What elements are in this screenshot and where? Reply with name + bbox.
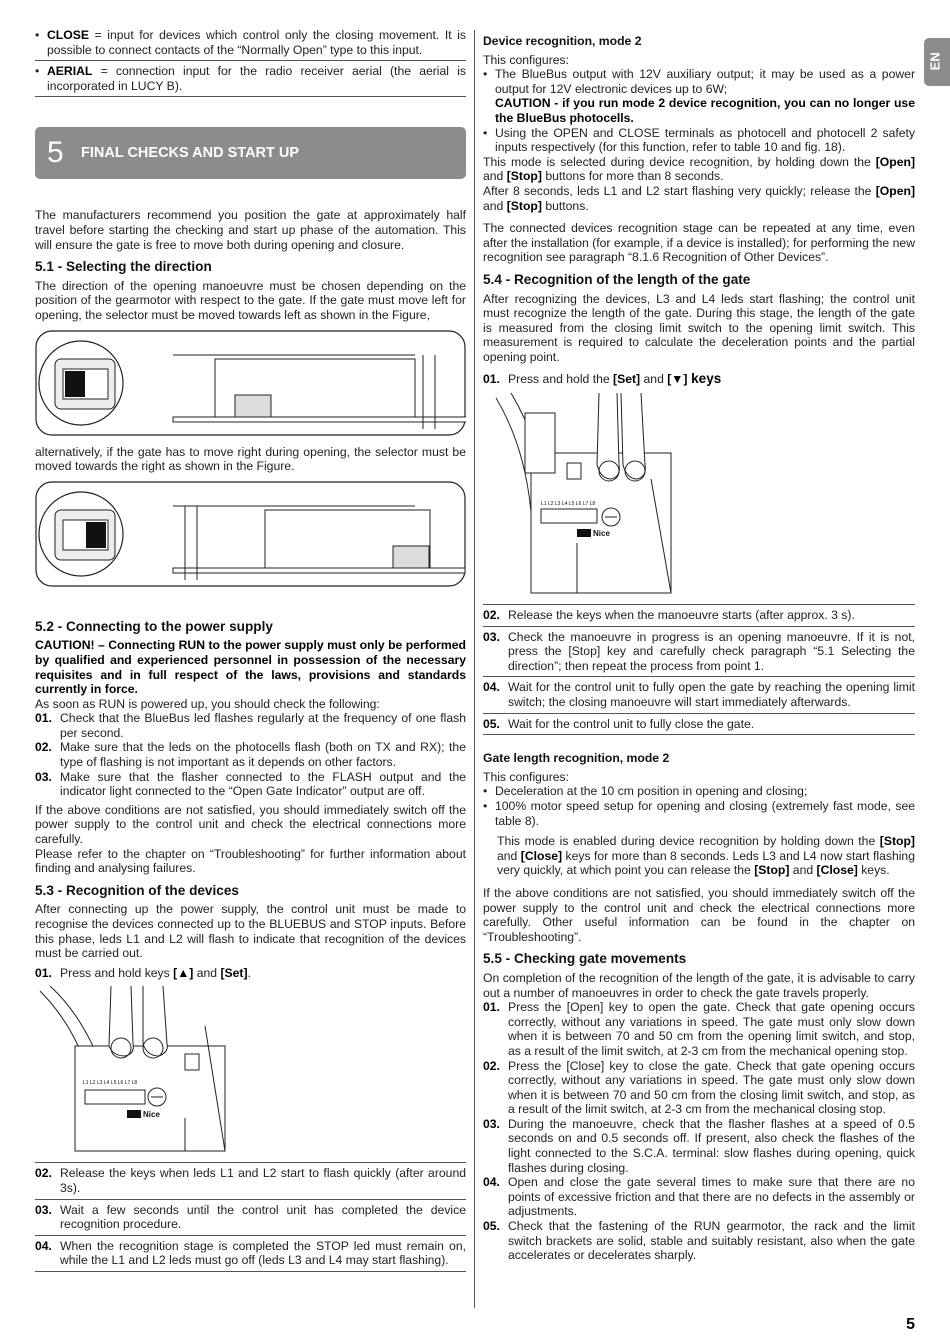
section-5-5-text: On completion of the recognition of the … xyxy=(483,970,915,1000)
chapter-intro: The manufacturers recommend you position… xyxy=(35,208,466,252)
section-5-4-title: 5.4 - Recognition of the length of the g… xyxy=(483,271,751,287)
list-item: 01.Check that the BlueBus led flashes re… xyxy=(35,711,466,740)
control-unit-keys-figure-2: L1 L2 L3 L4 L5 L6 L7 L8 Nice xyxy=(491,393,915,598)
list-item: • The BlueBus output with 12V auxiliary … xyxy=(483,67,915,125)
list-item: 01. Press and hold the [Set] and [▼] key… xyxy=(483,371,722,387)
list-item: 02.Make sure that the leds on the photoc… xyxy=(35,740,466,770)
gate-length-mode2-title: Gate length recognition, mode 2 xyxy=(483,751,670,766)
list-item: 03.Wait a few seconds until the control … xyxy=(35,1202,466,1232)
list-item: 05.Wait for the control unit to fully cl… xyxy=(483,716,755,731)
section-5-5-title: 5.5 - Checking gate movements xyxy=(483,951,687,967)
list-item: 05.Check that the fastening of the RUN g… xyxy=(483,1219,915,1263)
selector-left-figure xyxy=(35,329,466,439)
list-item: 04.Wait for the control unit to fully op… xyxy=(483,680,915,710)
list-item: 03.Make sure that the flasher connected … xyxy=(35,769,466,799)
list-item: •Deceleration at the 10 cm position in o… xyxy=(483,784,808,799)
section-5-3-title: 5.3 - Recognition of the devices xyxy=(35,882,239,898)
left-column: •CLOSE = input for devices which control… xyxy=(35,28,466,1275)
list-item: 02.Press the [Close] key to close the ga… xyxy=(483,1058,915,1117)
section-5-4-text: After recognizing the devices, L3 and L4… xyxy=(483,291,915,364)
chapter-title: FINAL CHECKS AND START UP xyxy=(81,145,300,162)
list-item: 03.Check the manoeuvre in progress is an… xyxy=(483,629,915,673)
chapter-number: 5 xyxy=(47,136,64,170)
selector-right-figure xyxy=(35,480,466,590)
list-item: 04.When the recognition stage is complet… xyxy=(35,1238,466,1268)
list-item: •100% motor speed setup for opening and … xyxy=(483,799,915,828)
list-item: 01. Press and hold keys [▲] and [Set]. xyxy=(35,965,251,980)
bullet-close: •CLOSE = input for devices which control… xyxy=(35,28,466,57)
bullet-aerial: •AERIAL = connection input for the radio… xyxy=(35,64,466,93)
section-5-1-text: The direction of the opening manoeuvre m… xyxy=(35,278,466,322)
control-unit-keys-figure-1: L1 L2 L3 L4 L5 L6 L7 L8 Nice xyxy=(35,986,466,1156)
section-5-2-after2: Please refer to the chapter on “Troubles… xyxy=(35,846,466,876)
language-tab: EN xyxy=(924,38,950,86)
section-5-2-after1: If the above conditions are not satisfie… xyxy=(35,802,466,847)
device-mode2-title: Device recognition, mode 2 xyxy=(483,34,642,48)
device-mode2-para1: This mode is selected during device reco… xyxy=(483,154,915,184)
board-brand: Nice xyxy=(593,529,610,538)
gate-length-mode2-para: This mode is enabled during device recog… xyxy=(497,834,915,878)
right-column: Device recognition, mode 2 This configur… xyxy=(483,34,915,1263)
board-led-labels: L1 L2 L3 L4 L5 L6 L7 L8 xyxy=(541,501,595,507)
device-mode2-intro: This configures: xyxy=(483,52,570,67)
device-mode2-para3: The connected devices recognition stage … xyxy=(483,221,915,265)
board-led-labels: L1 L2 L3 L4 L5 L6 L7 L8 xyxy=(83,1080,137,1086)
caution-text: CAUTION! – Connecting RUN to the power s… xyxy=(35,638,466,697)
column-divider xyxy=(474,30,475,1308)
list-item: 04.Open and close the gate several times… xyxy=(483,1175,915,1219)
device-mode2-para2: After 8 seconds, leds L1 and L2 start fl… xyxy=(483,183,915,213)
board-brand: Nice xyxy=(143,1110,160,1119)
gate-length-mode2-intro: This configures: xyxy=(483,769,570,784)
section-5-1-title: 5.1 - Selecting the direction xyxy=(35,259,212,275)
chapter-banner: 5 FINAL CHECKS AND START UP xyxy=(35,127,466,180)
list-item: 03.During the manoeuvre, check that the … xyxy=(483,1116,915,1175)
section-5-2-title: 5.2 - Connecting to the power supply xyxy=(35,618,273,634)
list-item: •Using the OPEN and CLOSE terminals as p… xyxy=(483,125,915,155)
section-5-1-text2: alternatively, if the gate has to move r… xyxy=(35,444,466,474)
list-item: 02.Release the keys when the manoeuvre s… xyxy=(483,608,855,623)
list-item: 01.Press the [Open] key to open the gate… xyxy=(483,1000,915,1058)
section-5-2-text: As soon as RUN is powered up, you should… xyxy=(35,696,380,711)
section-5-3-text: After connecting up the power supply, th… xyxy=(35,902,466,961)
list-item: 02.Release the keys when leds L1 and L2 … xyxy=(35,1166,466,1195)
gate-length-mode2-after: If the above conditions are not satisfie… xyxy=(483,885,915,944)
page-number: 5 xyxy=(906,1316,915,1333)
